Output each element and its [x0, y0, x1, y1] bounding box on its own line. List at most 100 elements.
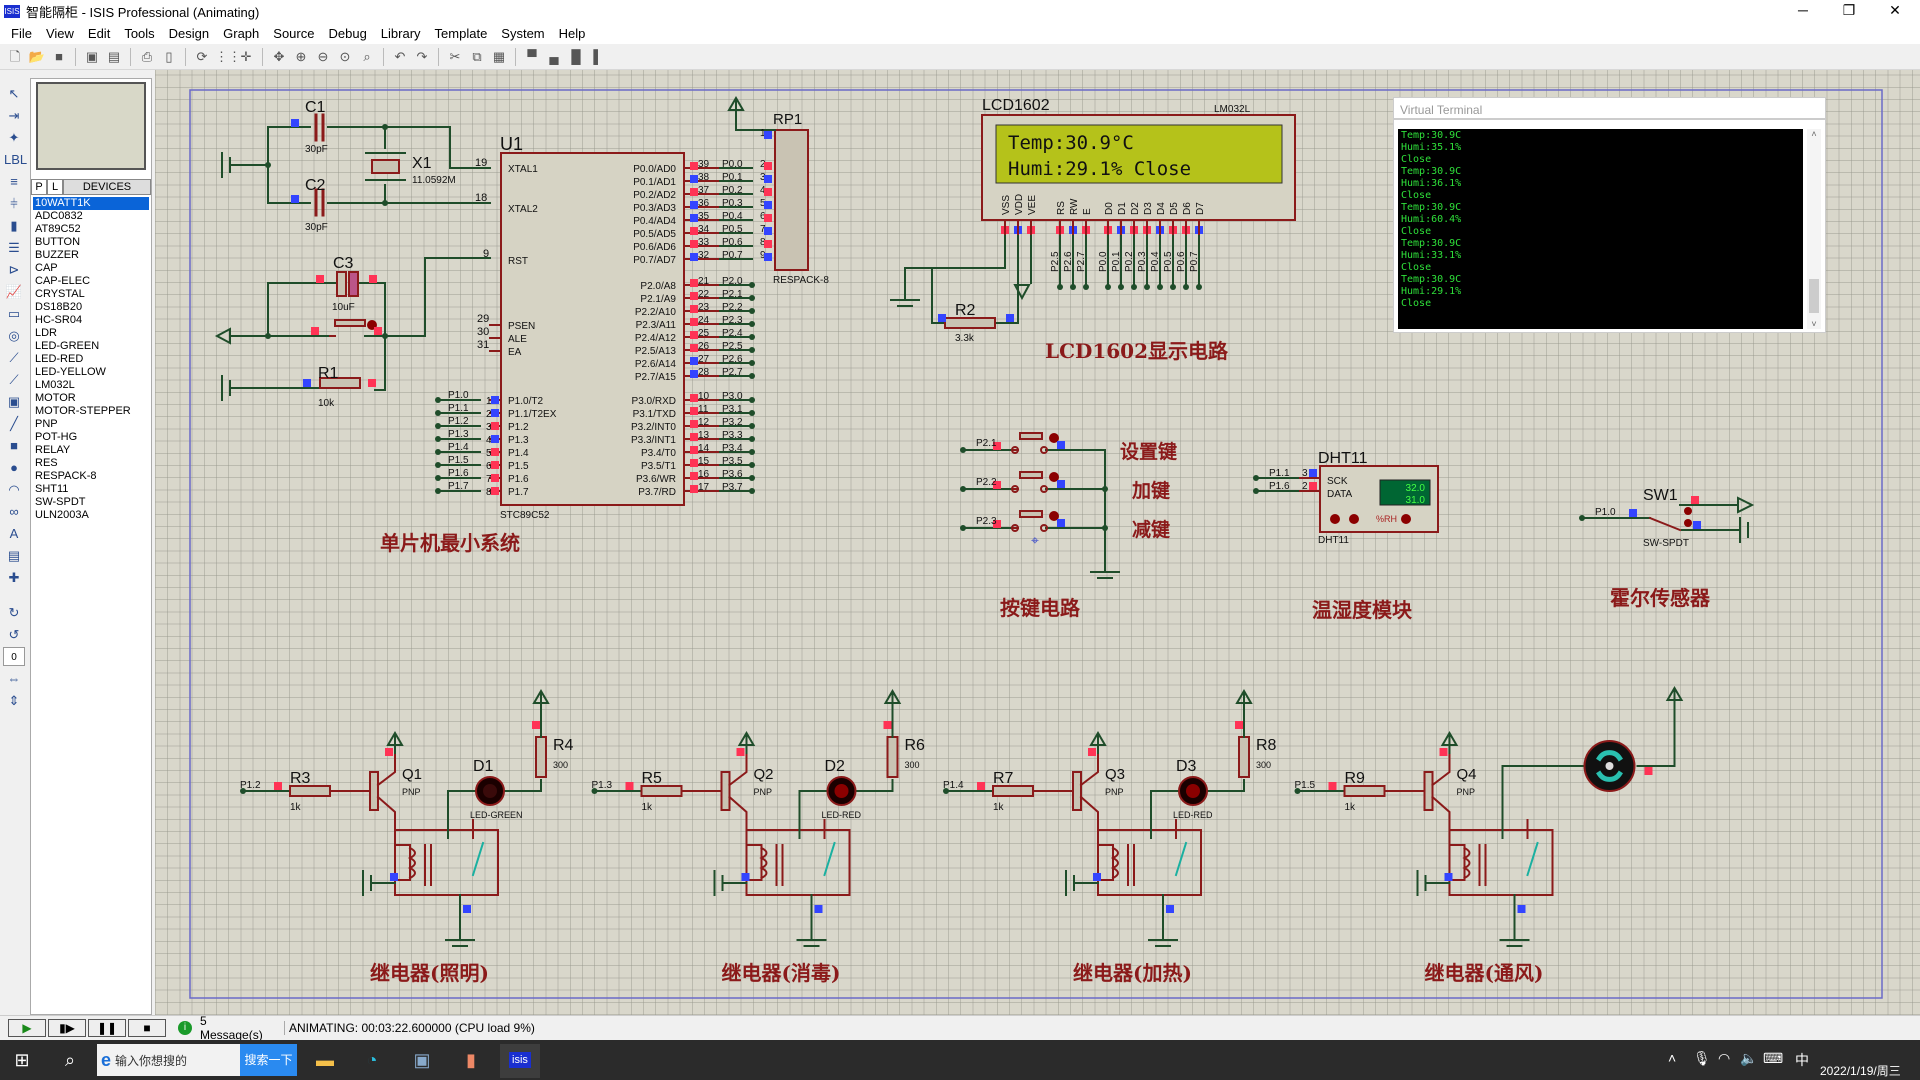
zoom-in-icon[interactable]: ⊕ [295, 48, 307, 64]
pin-icon[interactable]: ⊳ [8, 262, 20, 277]
browser-icon[interactable]: ◔ [366, 1050, 378, 1070]
device-list-item[interactable]: SHT11 [35, 483, 69, 495]
tape-icon[interactable]: ▭ [7, 306, 21, 321]
generator-icon[interactable]: ◎ [8, 328, 20, 343]
zoom-all-icon[interactable]: ⊙ [339, 48, 351, 64]
info-icon[interactable]: i [178, 1021, 192, 1035]
block-copy-icon[interactable]: ▀ [527, 48, 537, 64]
resistor[interactable] [992, 785, 1034, 797]
block-delete-icon[interactable]: ▌ [593, 48, 603, 64]
device-list-item[interactable]: LED-GREEN [35, 340, 100, 352]
block-rotate-icon[interactable]: █ [571, 48, 581, 64]
resistor[interactable] [289, 785, 331, 797]
search-submit-button[interactable]: 搜索一下 [240, 1044, 297, 1076]
file-explorer-icon[interactable]: ▬ [316, 1050, 334, 1070]
device-list-item[interactable]: LM032L [35, 379, 75, 391]
graph-icon[interactable]: 📈 [5, 284, 23, 299]
resistor[interactable] [1238, 736, 1250, 778]
reset-button[interactable] [334, 319, 366, 327]
device-list-item[interactable]: DS18B20 [35, 301, 83, 313]
rotation-angle-input[interactable]: 0 [3, 647, 25, 666]
resistor[interactable] [886, 736, 899, 778]
pan-icon[interactable]: ✥ [273, 48, 285, 64]
device-list-item[interactable]: PNP [35, 418, 58, 430]
device-list-item[interactable]: BUZZER [35, 249, 79, 261]
scroll-thumb[interactable] [1809, 279, 1819, 313]
device-list-item[interactable]: LED-YELLOW [35, 366, 106, 378]
arc-icon[interactable]: ◠ [8, 482, 20, 497]
print-icon[interactable]: ⎙ [141, 48, 153, 64]
mirror-x-icon[interactable]: ⇔ [7, 671, 21, 686]
rotate-cw-icon[interactable]: ↻ [8, 605, 20, 620]
menu-system[interactable]: System [501, 25, 545, 41]
rotate-ccw-icon[interactable]: ↺ [8, 627, 20, 642]
isis-taskbar-button[interactable]: isis [500, 1044, 540, 1078]
search-icon[interactable]: ⌕ [64, 1050, 76, 1070]
media-app-icon[interactable]: ▮ [466, 1050, 476, 1070]
print-area-icon[interactable]: ▯ [165, 48, 173, 64]
resistor[interactable] [640, 785, 683, 797]
device-list-item[interactable]: MOTOR [35, 392, 76, 404]
messages-count[interactable]: 5 Message(s) [200, 1014, 263, 1042]
pnp-transistor[interactable] [1072, 771, 1082, 811]
device-list-item[interactable]: RELAY [35, 444, 71, 456]
dht11-adjust-button[interactable] [1330, 514, 1340, 524]
browser-search-box[interactable]: e 输入你想搜的 [97, 1044, 240, 1076]
new-file-icon[interactable]: 🗋 [9, 48, 21, 64]
device-list-item[interactable]: RES [35, 457, 58, 469]
voltage-probe-icon[interactable]: ⟋ [9, 350, 19, 365]
cut-icon[interactable]: ✂ [449, 48, 461, 64]
zoom-out-icon[interactable]: ⊖ [317, 48, 329, 64]
push-button[interactable] [1019, 432, 1043, 440]
minimize-button[interactable]: ─ [1798, 2, 1808, 18]
virtual-terminal-scrollbar[interactable]: ˄˅ [1807, 129, 1821, 329]
open-folder-icon[interactable]: 📂 [28, 48, 46, 64]
menu-design[interactable]: Design [168, 25, 210, 41]
block-move-icon[interactable]: ▄ [549, 48, 559, 64]
text-script-icon[interactable]: ≡ [10, 174, 18, 189]
menu-tools[interactable]: Tools [124, 25, 155, 41]
component-mode-icon[interactable]: ⇥ [8, 108, 20, 123]
path-icon[interactable]: ∞ [9, 504, 19, 519]
copy-icon[interactable]: ⧉ [472, 48, 482, 64]
import-icon[interactable]: ▣ [85, 48, 99, 64]
junction-icon[interactable]: ✦ [8, 130, 20, 145]
device-list-item[interactable]: CRYSTAL [35, 288, 85, 300]
scroll-down-icon[interactable]: ˅ [1811, 319, 1817, 329]
wire-label-icon[interactable]: LBL [4, 152, 28, 167]
pause-button[interactable]: ❚❚ [88, 1019, 126, 1037]
refresh-icon[interactable]: ⟳ [196, 48, 208, 64]
stop-button[interactable]: ■ [128, 1019, 166, 1037]
bus-icon[interactable]: ⫩ [10, 196, 18, 211]
mcu-u1-body[interactable] [500, 152, 685, 506]
line-icon[interactable]: ╱ [10, 416, 18, 431]
resistor[interactable] [1343, 785, 1386, 797]
dht11-rh-button[interactable] [1401, 514, 1411, 524]
windows-start-icon[interactable]: ⊞ [14, 1050, 30, 1070]
current-probe-icon[interactable]: ⟋ [9, 372, 19, 387]
volume-icon[interactable]: 🔈 [1740, 1050, 1758, 1066]
dht11-adjust-button[interactable] [1349, 514, 1359, 524]
respack-rp1[interactable] [774, 129, 809, 271]
tray-expand-icon[interactable]: ˄ [1668, 1050, 1677, 1066]
origin-icon[interactable]: ✛ [240, 48, 252, 64]
step-button[interactable]: ▮▶ [48, 1019, 86, 1037]
pnp-transistor[interactable] [720, 771, 731, 811]
push-button[interactable] [1019, 510, 1043, 518]
device-list-item[interactable]: CAP-ELEC [35, 275, 91, 287]
device-list-item[interactable]: HC-SR04 [35, 314, 83, 326]
terminal-icon[interactable]: ☰ [8, 240, 20, 255]
paste-icon[interactable]: ▦ [492, 48, 506, 64]
crystal-x1[interactable] [371, 159, 400, 174]
relay-body[interactable] [745, 829, 851, 896]
mirror-y-icon[interactable]: ⇕ [8, 693, 20, 708]
device-list-item[interactable]: POT-HG [35, 431, 78, 443]
relay-body[interactable] [1097, 829, 1202, 896]
ime-indicator[interactable]: 中 [1795, 1052, 1809, 1068]
menu-graph[interactable]: Graph [223, 25, 260, 41]
device-list-item[interactable]: SW-SPDT [35, 496, 86, 508]
device-list-item[interactable]: LDR [35, 327, 58, 339]
restore-button[interactable]: ❐ [1842, 2, 1856, 18]
text-icon[interactable]: A [9, 526, 19, 541]
